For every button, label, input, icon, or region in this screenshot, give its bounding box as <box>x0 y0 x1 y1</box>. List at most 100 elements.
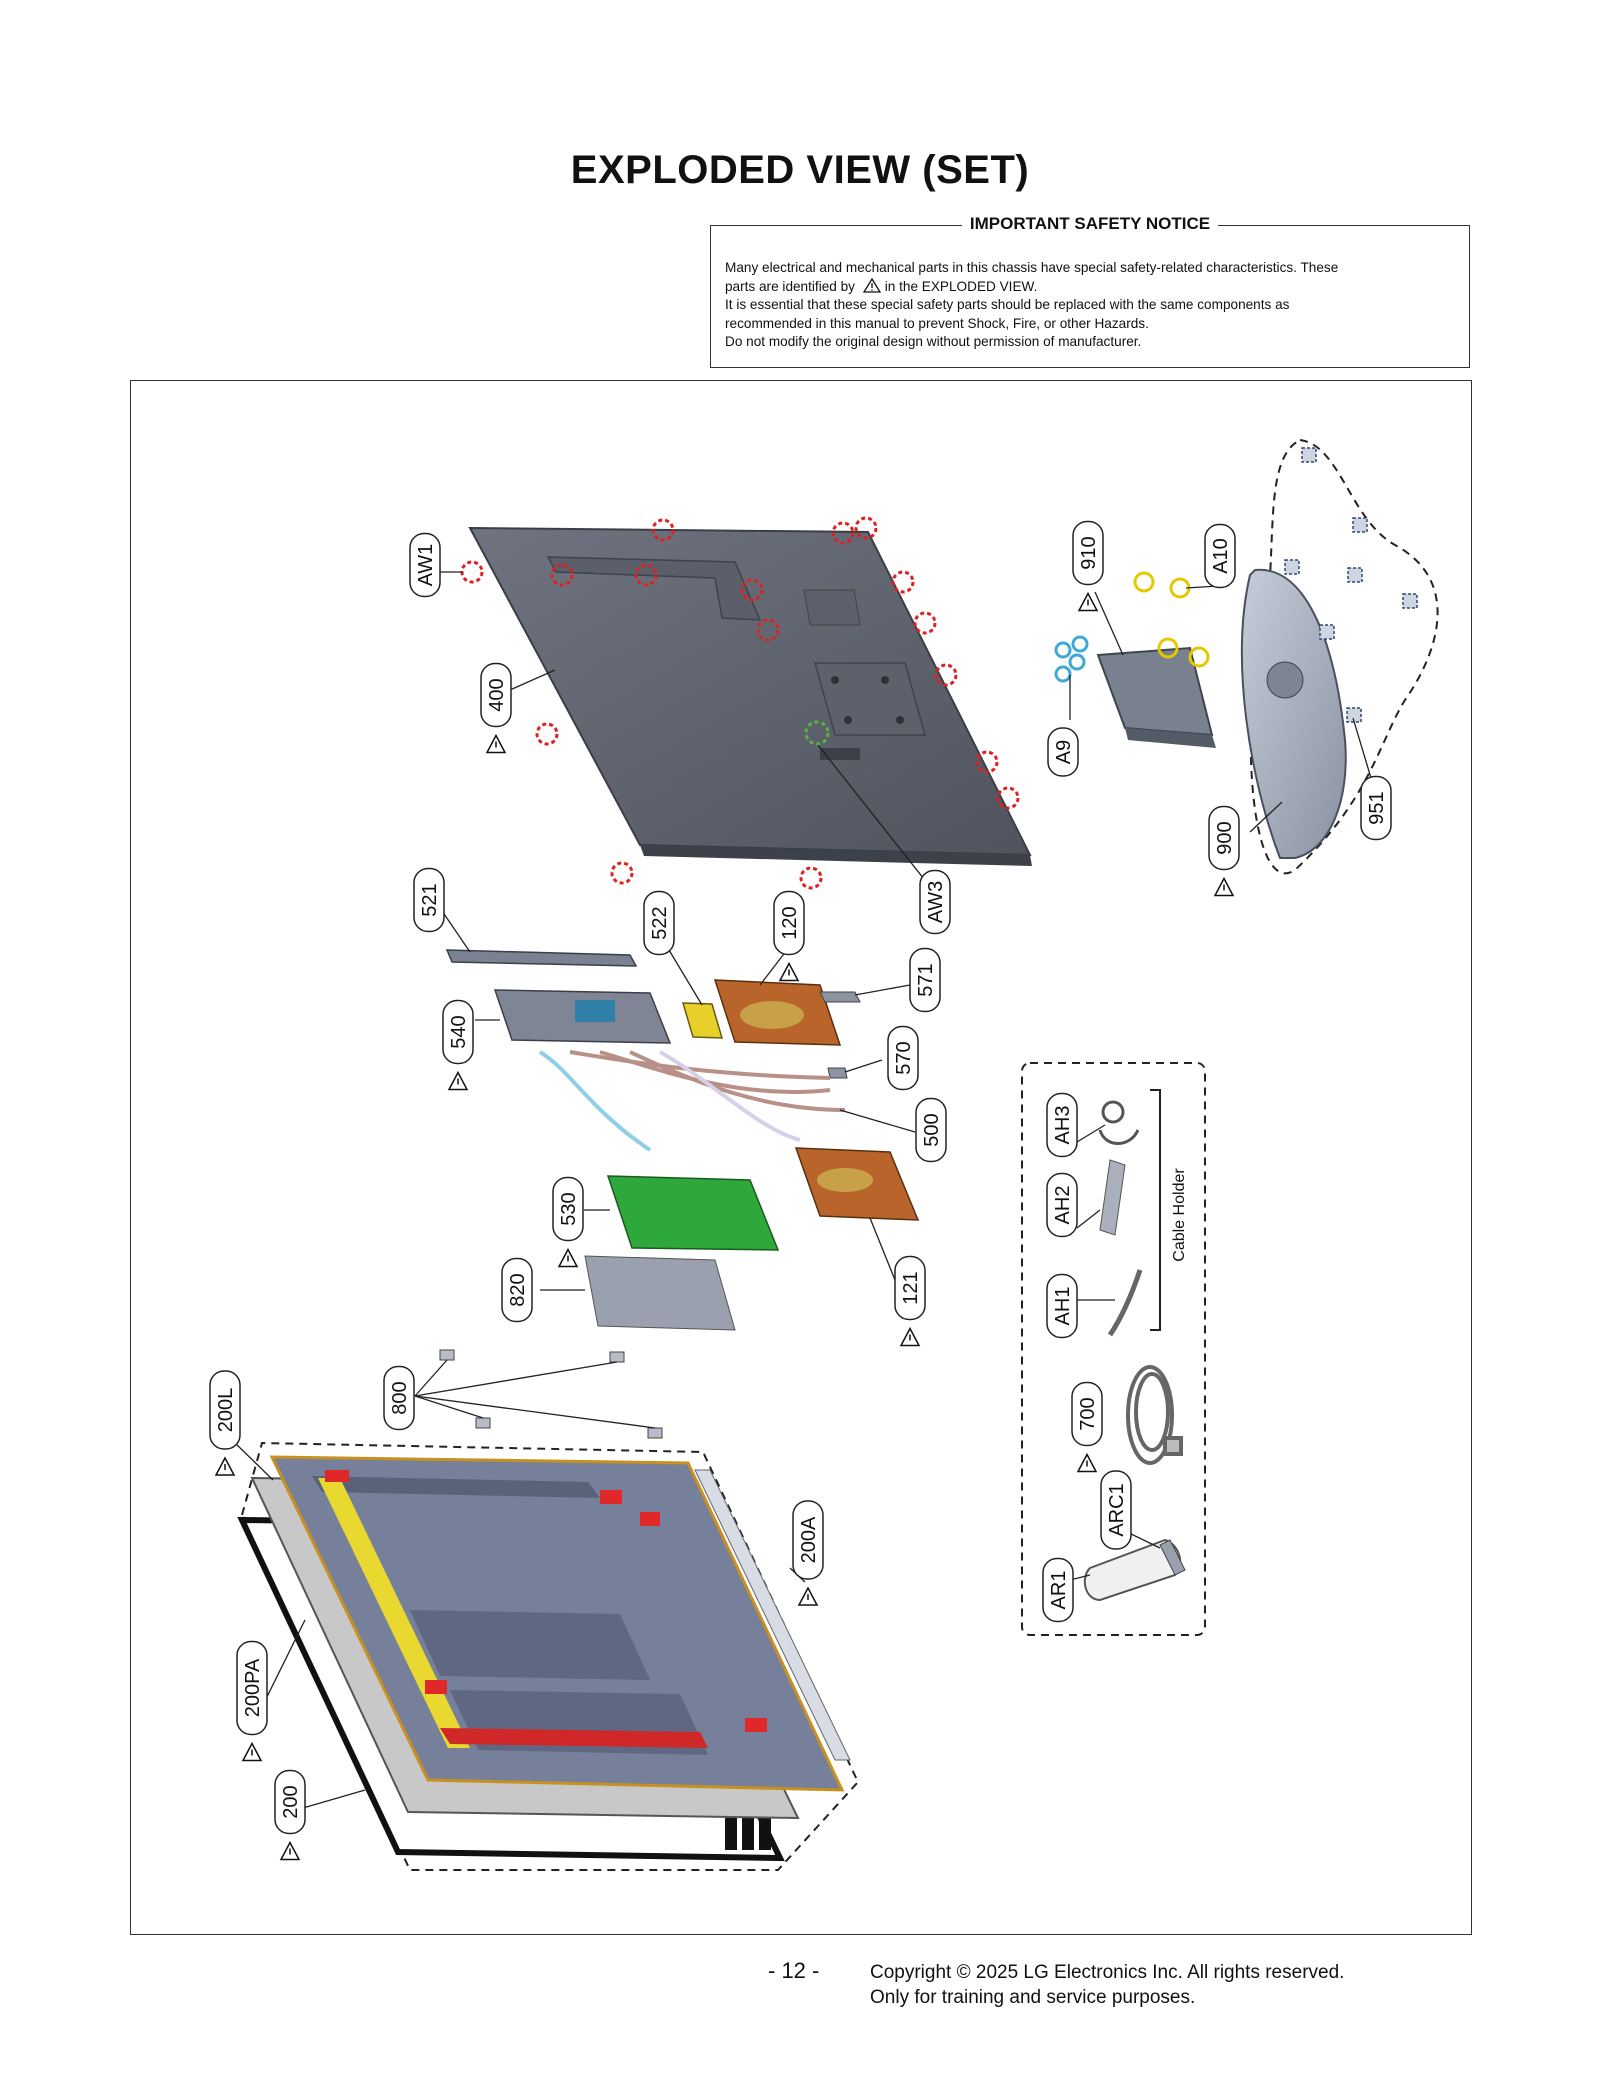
module-dashed-outline <box>240 1441 860 1871</box>
warning-triangle-icon <box>778 961 800 982</box>
callout-200pa: 200PA <box>236 1640 268 1762</box>
callout-label: 951 <box>1366 791 1388 824</box>
callout-label: 820 <box>507 1273 529 1306</box>
power-board-120 <box>713 979 842 1046</box>
warning-triangle-icon <box>241 1741 263 1762</box>
callout-951: 951 <box>1360 775 1392 841</box>
callout-pill <box>209 1370 241 1450</box>
callout-ah3: AH3 <box>1046 1092 1078 1158</box>
leader-lines <box>231 571 1381 1809</box>
callout-910: 910 <box>1072 520 1104 612</box>
callout-pill <box>643 890 675 956</box>
callout-label: 120 <box>779 906 801 939</box>
bracket-571 <box>819 991 861 1003</box>
notice-line-3: It is essential that these special safet… <box>725 297 1290 312</box>
board-522 <box>681 1002 724 1039</box>
notice-line-1: Many electrical and mechanical parts in … <box>725 260 1339 275</box>
warning-triangle-icon <box>1077 591 1099 612</box>
callout-a9: A9 <box>1047 727 1079 777</box>
warning-triangle-icon <box>1076 1452 1098 1473</box>
callout-label: 910 <box>1078 536 1100 569</box>
callout-570: 570 <box>887 1025 919 1091</box>
callout-label: 200A <box>798 1516 820 1563</box>
callout-200l: 200L <box>209 1370 241 1476</box>
callout-label: 571 <box>915 963 937 996</box>
copyright-text: Copyright © 2025 LG Electronics Inc. All… <box>870 1960 1344 2010</box>
callout-label: A9 <box>1053 740 1075 764</box>
callout-pill <box>1204 523 1236 589</box>
callout-ah2: AH2 <box>1046 1172 1078 1238</box>
callout-400: 400 <box>480 662 512 754</box>
copyright-line-1: Copyright © 2025 LG Electronics Inc. All… <box>870 1962 1345 1983</box>
warning-triangle-icon <box>557 1247 579 1268</box>
back-cover-400 <box>468 526 1032 866</box>
callout-ah1: AH1 <box>1046 1273 1078 1339</box>
callout-label: AH3 <box>1052 1106 1074 1145</box>
callout-200a: 200A <box>792 1500 824 1606</box>
callout-label: 700 <box>1077 1397 1099 1430</box>
notice-line-4: recommended in this manual to prevent Sh… <box>725 315 1149 331</box>
warning-triangle-icon <box>1213 876 1235 897</box>
tcon-board-530 <box>606 1175 780 1251</box>
callout-pill <box>1046 1172 1078 1238</box>
warning-triangle-icon <box>214 1456 236 1476</box>
callout-label: 900 <box>1214 821 1236 854</box>
callout-label: AH2 <box>1052 1186 1074 1225</box>
callout-571: 571 <box>909 947 941 1013</box>
exploded-view-frame <box>130 380 1472 1935</box>
callout-label: 200 <box>280 1785 302 1818</box>
warning-triangle-icon <box>797 1586 819 1606</box>
callout-a10: A10 <box>1204 523 1236 589</box>
shield-sheet-820 <box>584 1255 736 1331</box>
callout-label: 400 <box>486 678 508 711</box>
main-board-540 <box>493 989 672 1044</box>
callout-pill <box>915 1097 947 1163</box>
screw-markers-aw1 <box>460 516 1020 890</box>
callout-521: 521 <box>413 867 445 933</box>
callout-pill <box>792 1500 824 1580</box>
backlight-200l <box>269 1455 845 1792</box>
callout-pill <box>480 662 512 728</box>
callout-pill <box>1072 520 1104 586</box>
warning-triangle-icon <box>862 277 881 293</box>
callout-aw3: AW3 <box>919 869 951 935</box>
callout-label: 522 <box>649 906 671 939</box>
callout-pill <box>1360 775 1392 841</box>
warning-triangle-icon <box>899 1326 921 1347</box>
callout-label: A10 <box>1210 538 1232 574</box>
callout-label: AH1 <box>1052 1287 1074 1326</box>
speaker-bar-521 <box>445 949 638 967</box>
stand-screws-951 <box>1284 447 1418 723</box>
callout-label: AW3 <box>925 881 947 924</box>
callout-label: 500 <box>921 1113 943 1146</box>
safety-notice-heading: IMPORTANT SAFETY NOTICE <box>961 214 1219 233</box>
callout-label: AW1 <box>415 544 437 587</box>
callout-label: 200PA <box>242 1658 264 1717</box>
callout-pill <box>773 890 805 956</box>
callout-121: 121 <box>894 1255 926 1347</box>
stand-body-910 <box>1096 646 1216 748</box>
callout-820: 820 <box>501 1257 533 1323</box>
callout-200: 200 <box>274 1769 306 1861</box>
callout-label: 800 <box>389 1381 411 1414</box>
callout-500: 500 <box>915 1097 947 1163</box>
callout-pill <box>909 947 941 1013</box>
warning-triangle-icon <box>485 733 507 754</box>
callout-pill <box>413 867 445 933</box>
callout-pill <box>1047 727 1079 777</box>
callout-label: 521 <box>419 883 441 916</box>
page-number: - 12 - <box>768 1958 820 1983</box>
callout-pill <box>442 999 474 1065</box>
callout-pill <box>919 869 951 935</box>
callout-900: 900 <box>1208 805 1240 897</box>
power-board-121 <box>794 1147 920 1221</box>
stand-dashed-outline <box>1249 438 1439 875</box>
battery-arc1 <box>1159 1539 1186 1576</box>
callout-522: 522 <box>643 890 675 956</box>
callout-pill <box>274 1769 306 1835</box>
power-cord-700 <box>1126 1365 1183 1465</box>
cable-holder-bracket <box>1150 1089 1161 1331</box>
callout-pill <box>1071 1381 1103 1447</box>
callout-aw1: AW1 <box>409 532 441 598</box>
